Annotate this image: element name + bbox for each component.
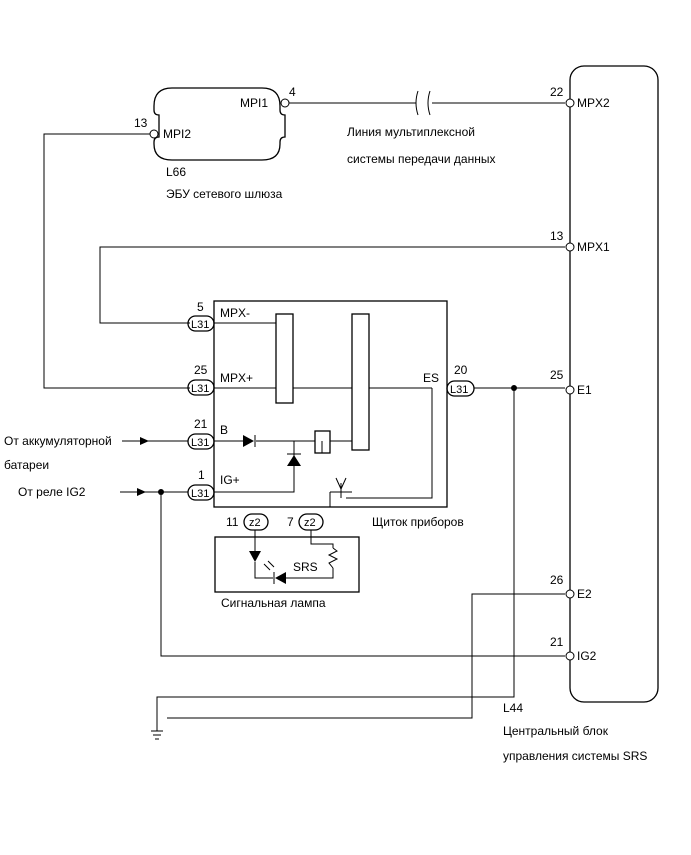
battery-source-line2: батареи xyxy=(4,458,49,472)
srs-pin-e1-label: E1 xyxy=(577,383,592,397)
cluster-comm-block-left xyxy=(275,313,294,404)
gateway-name: ЭБУ сетевого шлюза xyxy=(166,187,283,201)
connector-pin-21-number: 21 xyxy=(194,417,208,431)
lamp-led xyxy=(275,572,286,584)
connector-pin-5-code: L31 xyxy=(191,319,209,331)
battery-arrow xyxy=(140,437,149,445)
lamp-diode-left xyxy=(249,551,261,562)
srs-pin-mpx2-number: 22 xyxy=(550,85,564,99)
connector-pin-25-number: 25 xyxy=(194,363,208,377)
connector-pin-1-code: L31 xyxy=(191,488,209,500)
srs-pin-mpx1-terminal xyxy=(565,242,575,252)
gateway-pin-mpi1-number: 4 xyxy=(289,85,296,99)
wire-ig2-to-srs xyxy=(160,492,565,657)
bus-label-line2: системы передачи данных xyxy=(347,152,495,166)
connector-z2-11 xyxy=(243,513,269,531)
lamp-led-rays xyxy=(263,560,275,571)
srs-pin-mpx2-label: MPX2 xyxy=(577,96,610,110)
connector-pin-25 xyxy=(187,379,215,396)
cluster-name: Щиток приборов xyxy=(372,515,464,529)
srs-pin-terminals xyxy=(565,98,575,661)
cluster-pin-es-label: ES xyxy=(423,371,439,385)
wire-mpi2-to-cluster xyxy=(43,133,190,389)
connector-pin-20-number: 20 xyxy=(454,363,468,377)
connector-pin-5 xyxy=(187,315,215,332)
transistor xyxy=(330,477,352,498)
connector-pin-25-code: L31 xyxy=(191,383,209,395)
connector-z2-7-code: z2 xyxy=(304,517,316,529)
warning-lamp-srs-label: SRS xyxy=(293,560,318,574)
cluster-comm-block-right xyxy=(351,313,370,451)
wire-es-internal xyxy=(346,388,433,499)
srs-code: L44 xyxy=(503,701,523,715)
wire-lamp-left xyxy=(254,530,273,579)
warning-lamp-body xyxy=(214,536,360,593)
srs-pin-ig2-terminal xyxy=(565,651,575,661)
wire-e2-ground xyxy=(167,593,565,719)
srs-pin-e2-label: E2 xyxy=(577,587,592,601)
relay-arrow xyxy=(137,488,146,496)
warning-lamp-name: Сигнальная лампа xyxy=(221,596,326,610)
diode-vertical xyxy=(287,455,301,466)
srs-pin-mpx1-label: MPX1 xyxy=(577,240,610,254)
srs-unit-body xyxy=(569,65,659,703)
connector-pin-20-code: L31 xyxy=(450,384,468,396)
srs-pin-e2-terminal xyxy=(565,589,575,599)
srs-pin-mpx2-terminal xyxy=(565,98,575,108)
srs-pin-e1-terminal xyxy=(565,385,575,395)
gateway-pin-mpi2-label: MPI2 xyxy=(163,127,191,141)
srs-pin-mpx1-number: 13 xyxy=(550,229,564,243)
connector-pin-5-number: 5 xyxy=(197,300,204,314)
gateway-pin-mpi1-label: MPI1 xyxy=(240,96,268,110)
srs-pin-e2-number: 26 xyxy=(550,573,564,587)
gateway-ecu-body xyxy=(153,87,286,161)
gateway-code: L66 xyxy=(166,165,186,179)
srs-name-line1: Центральный блок xyxy=(503,724,609,738)
connector-z2-7-number: 7 xyxy=(287,515,294,529)
srs-pin-e1-number: 25 xyxy=(550,368,564,382)
srs-pin-ig2-label: IG2 xyxy=(577,649,597,663)
gateway-pin-mpi2-number: 13 xyxy=(134,116,148,130)
connector-z2-11-code: z2 xyxy=(249,517,261,529)
gateway-pin-mpi2-terminal xyxy=(149,129,159,139)
cluster-pin-b-label: B xyxy=(220,423,228,437)
wire-lamp-right xyxy=(286,530,334,579)
cluster-body xyxy=(213,300,448,508)
wire-break-symbol xyxy=(415,90,431,116)
connector-pin-21-code: L31 xyxy=(191,437,209,449)
srs-pin-ig2-number: 21 xyxy=(550,635,564,649)
srs-name-line2: управления системы SRS xyxy=(503,749,647,763)
cluster-pin-mpx-plus-label: MPX+ xyxy=(220,371,253,385)
ground-symbol xyxy=(151,730,163,740)
lamp-resistor xyxy=(327,547,339,569)
battery-source-line1: От аккумуляторной xyxy=(4,434,112,448)
gateway-pin-mpi1-terminal xyxy=(280,98,290,108)
diode-b xyxy=(243,435,254,447)
connector-z2-11-number: 11 xyxy=(226,515,239,529)
connector-pin-1-number: 1 xyxy=(198,468,205,482)
wire-e1-ground xyxy=(156,388,515,731)
relay-source-label: От реле IG2 xyxy=(18,485,86,499)
bus-label-line1: Линия мультиплексной xyxy=(347,125,475,139)
cluster-pin-ig-label: IG+ xyxy=(220,473,240,487)
wire-mpx1-to-cluster xyxy=(99,246,565,324)
cluster-pin-mpx-minus-label: MPX- xyxy=(220,306,250,320)
